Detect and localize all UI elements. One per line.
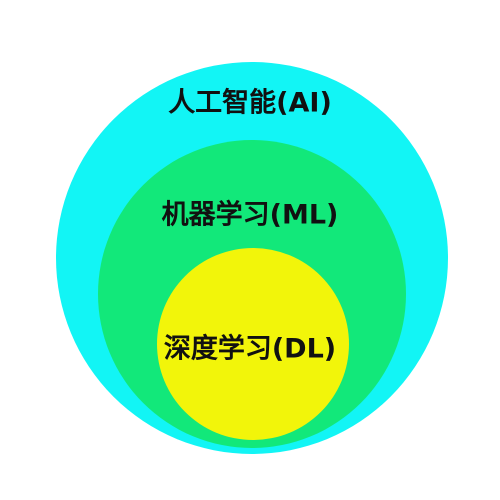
dl-label: 深度学习(DL) [164, 333, 336, 365]
ml-label: 机器学习(ML) [162, 199, 339, 231]
dl-circle [157, 248, 349, 440]
ai-label: 人工智能(AI) [168, 87, 332, 119]
